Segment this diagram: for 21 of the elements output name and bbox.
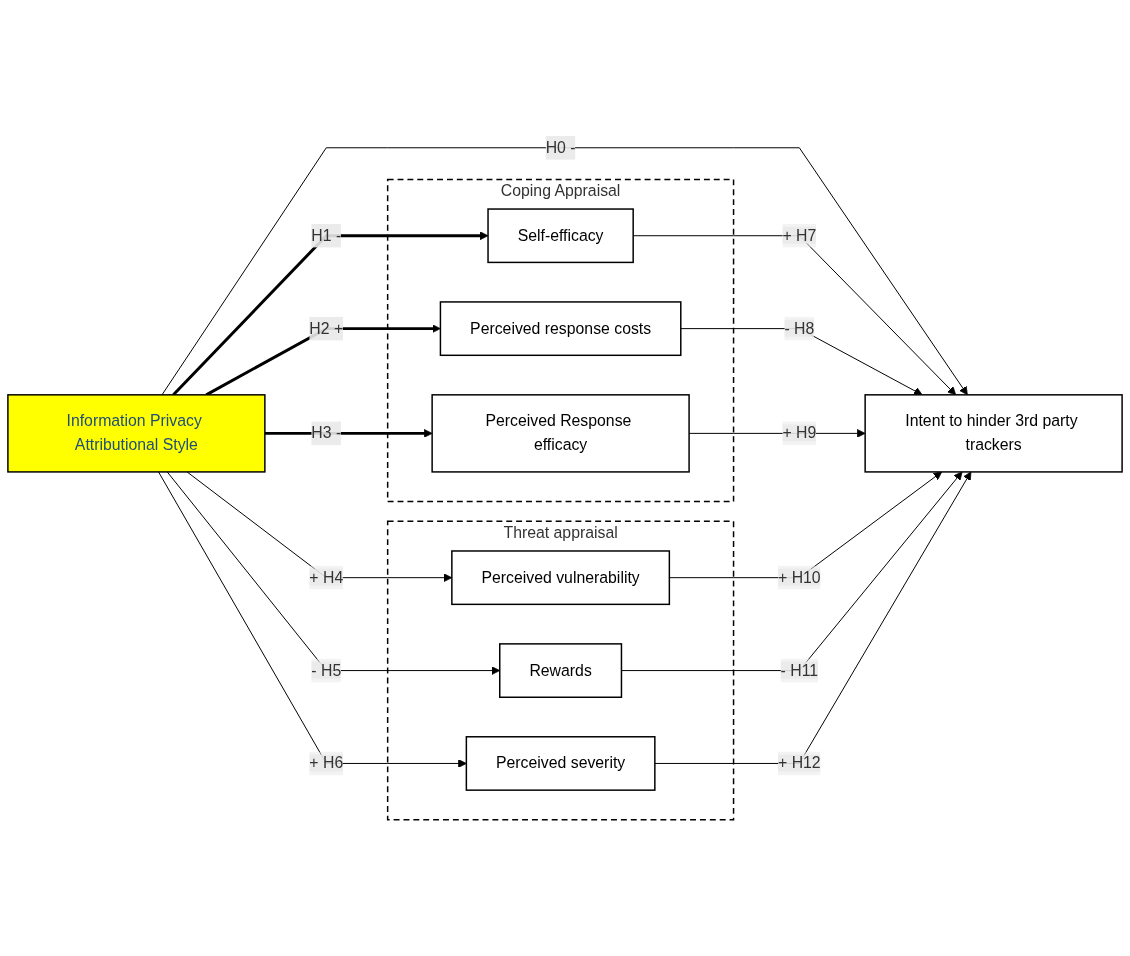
edge-label: H3 - bbox=[311, 424, 342, 442]
node-box: Self-efficacy bbox=[487, 208, 634, 264]
edge-label: H2 + bbox=[309, 319, 344, 337]
node-box: Perceived severity bbox=[465, 736, 656, 792]
edge-label: - H8 bbox=[784, 319, 815, 337]
edge-label: + H10 bbox=[778, 568, 821, 586]
node-box: Perceived Response efficacy bbox=[431, 394, 690, 473]
edge-label: + H7 bbox=[782, 226, 817, 244]
edge-label: - H11 bbox=[780, 661, 819, 679]
node-box: Perceived vulnerability bbox=[451, 550, 671, 606]
node-box: Intent to hinder 3rd party trackers bbox=[864, 394, 1123, 473]
edge-label: + H9 bbox=[782, 424, 817, 442]
node-box: Rewards bbox=[499, 643, 623, 699]
node-box: Information Privacy Attributional Style bbox=[7, 394, 266, 473]
edge-label: H1 - bbox=[311, 226, 342, 244]
node-box: Perceived response costs bbox=[439, 301, 682, 357]
edge-label: - H5 bbox=[311, 661, 342, 679]
edge-label: + H12 bbox=[778, 754, 821, 772]
edge-label: H0 - bbox=[545, 139, 576, 156]
edge-label: + H4 bbox=[309, 568, 344, 586]
edge-label: + H6 bbox=[309, 754, 344, 772]
